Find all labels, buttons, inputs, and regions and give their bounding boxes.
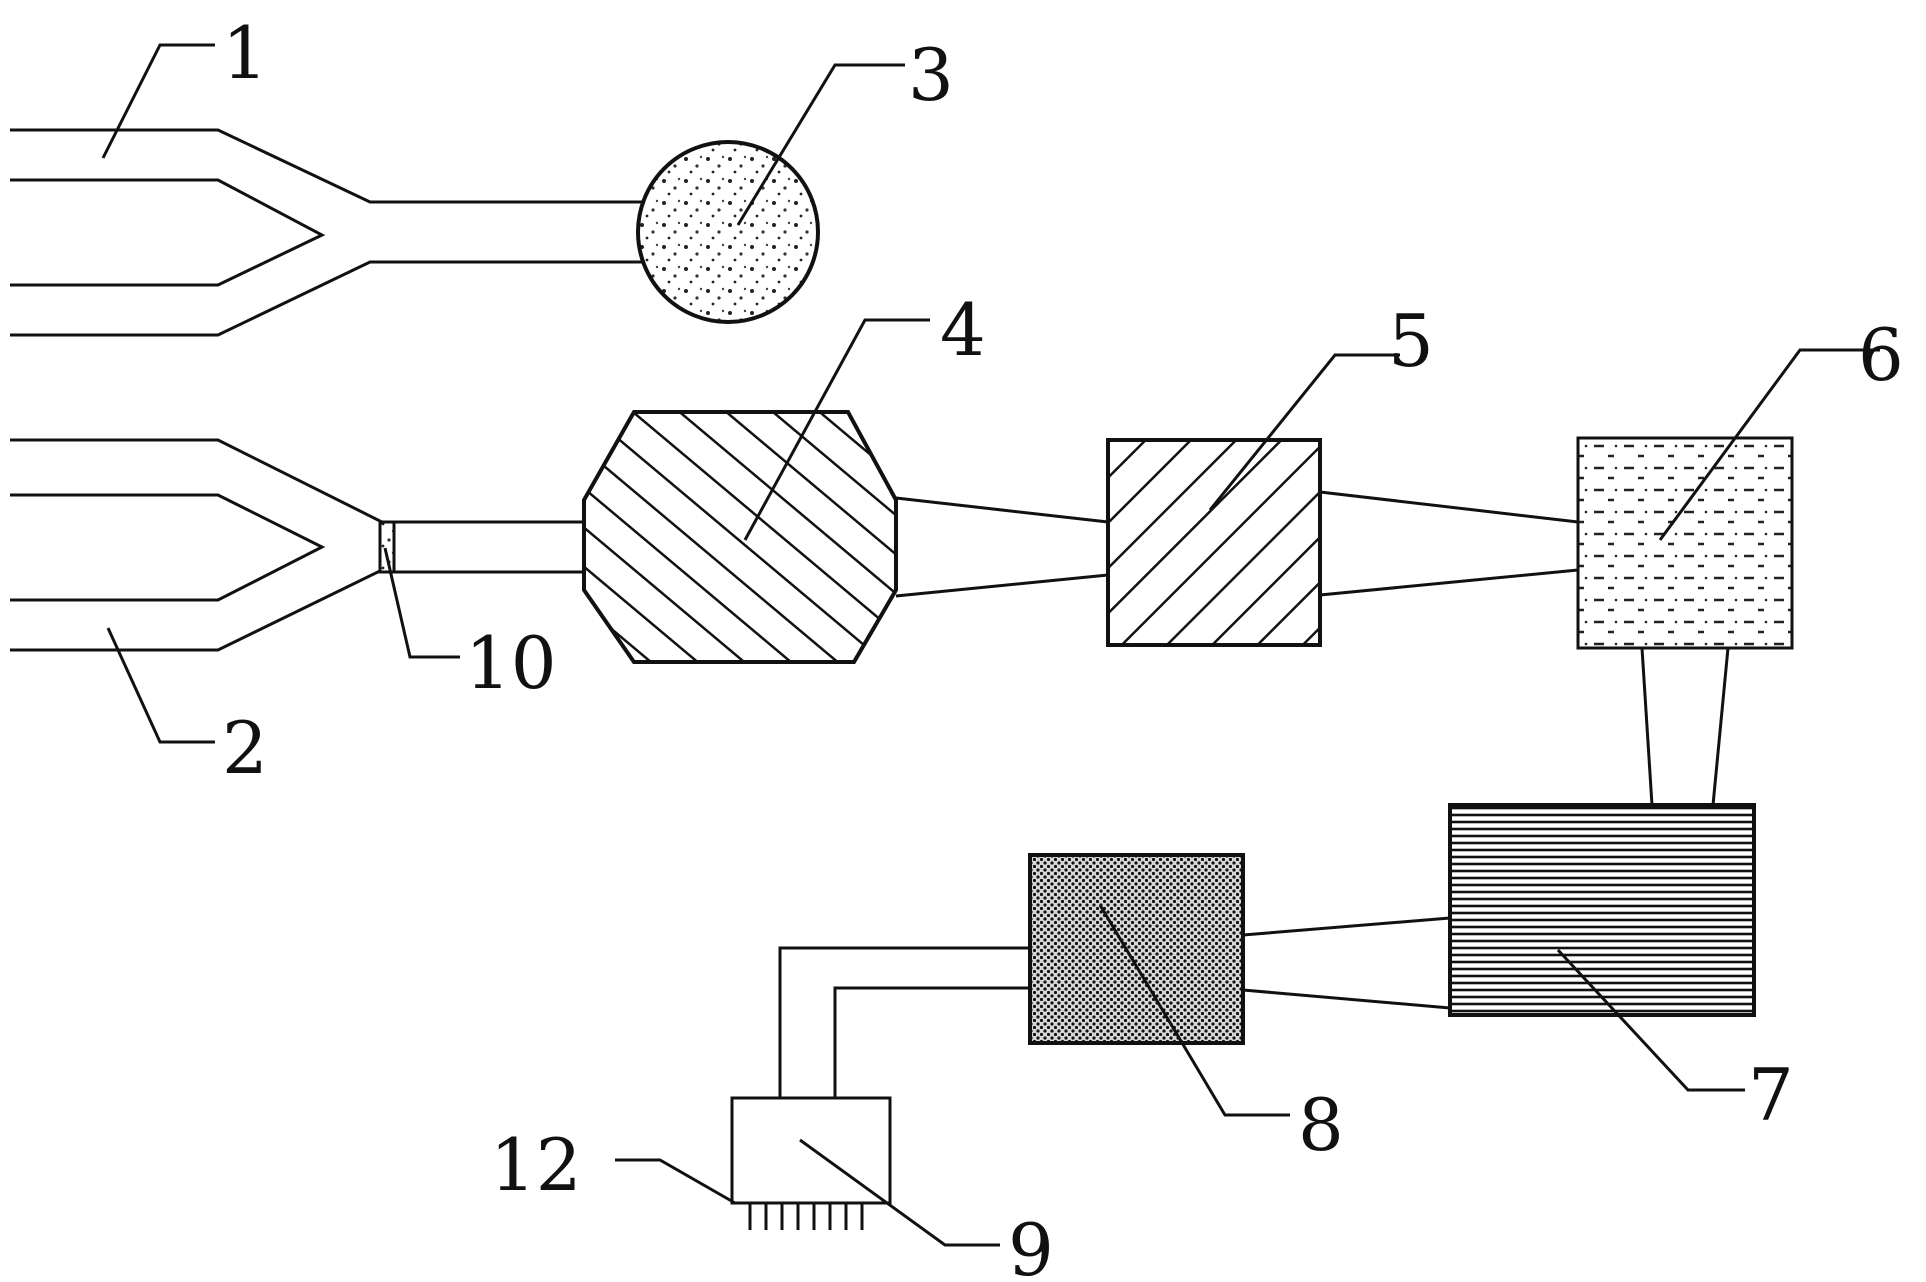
- end-plug: [378, 520, 396, 574]
- label-8: 8: [1298, 1083, 1344, 1167]
- label-10: 10: [465, 621, 557, 705]
- output-block-9: [730, 1096, 892, 1205]
- octagonal-block: [582, 410, 898, 664]
- label-2: 2: [222, 706, 268, 790]
- striped-block-7: [1448, 803, 1756, 1017]
- pin-array: [748, 1203, 864, 1230]
- label-7: 7: [1748, 1053, 1794, 1137]
- upper-branch-tube: [10, 128, 652, 337]
- label-4: 4: [940, 288, 986, 372]
- hatched-block-5: [1106, 438, 1322, 647]
- dense-block-8: [1028, 853, 1245, 1045]
- leader-lines: [101, 43, 1880, 1247]
- lower-branch-tube: [10, 438, 383, 652]
- label-12: 12: [490, 1123, 582, 1207]
- label-5: 5: [1388, 299, 1434, 383]
- label-1: 1: [222, 11, 268, 95]
- label-6: 6: [1858, 313, 1904, 397]
- connector-tube: [392, 520, 586, 574]
- label-9: 9: [1008, 1208, 1054, 1282]
- spherical-element: [636, 140, 820, 324]
- dashed-block-6: [1576, 436, 1794, 650]
- bent-tube: [778, 946, 1030, 1098]
- label-3: 3: [908, 33, 954, 117]
